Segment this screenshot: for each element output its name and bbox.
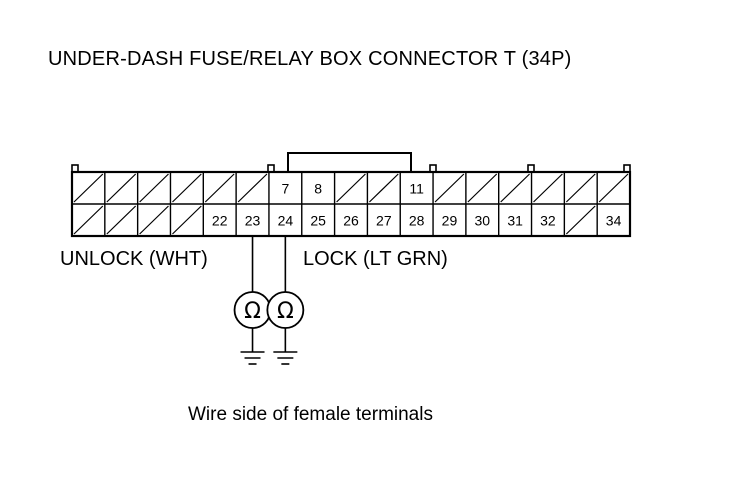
empty-cavity	[104, 172, 137, 204]
terminal-number: 23	[245, 213, 261, 229]
blocked-slash	[204, 173, 235, 203]
diagram-caption: Wire side of female terminals	[188, 404, 433, 425]
connector-latch	[623, 164, 631, 173]
blocked-slash	[73, 173, 104, 203]
connector-latch	[71, 164, 79, 173]
empty-cavity	[202, 172, 235, 204]
terminal-number: 34	[606, 213, 622, 229]
terminal-7: 7	[268, 172, 289, 204]
empty-cavity	[465, 172, 498, 204]
blocked-slash	[467, 173, 498, 203]
blocked-slash	[73, 205, 104, 235]
blocked-slash	[106, 205, 137, 235]
connector-body	[70, 152, 632, 238]
blocked-slash	[500, 173, 530, 203]
terminal-28: 28	[399, 204, 425, 236]
unlock-wire-label: UNLOCK (WHT)	[60, 248, 208, 270]
ohm-symbol: Ω	[277, 299, 294, 324]
lock-wire-label: LOCK (LT GRN)	[303, 248, 448, 270]
empty-cavity	[73, 205, 104, 235]
lock-ohmmeter-circuit: Ω	[266, 236, 305, 365]
blocked-slash	[368, 173, 399, 203]
terminal-number: 29	[442, 213, 458, 229]
terminal-25: 25	[301, 204, 326, 236]
connector-cells: 7 8 11 22 23 24 25 26 27 28 29 30 31 32 34	[73, 172, 629, 236]
terminal-11: 11	[399, 172, 424, 204]
terminal-24: 24	[268, 204, 294, 236]
empty-cavity	[563, 204, 596, 236]
empty-cavity	[235, 172, 268, 204]
blocked-slash	[139, 205, 169, 235]
terminal-number: 26	[343, 213, 359, 229]
diagram-title: UNDER-DASH FUSE/RELAY BOX CONNECTOR T (3…	[48, 48, 572, 70]
empty-cavity	[136, 204, 169, 236]
terminal-8: 8	[301, 172, 322, 204]
terminal-number: 22	[212, 213, 228, 229]
blocked-slash	[172, 205, 202, 235]
empty-cavity	[596, 172, 629, 204]
blocked-slash	[106, 173, 137, 203]
blocked-slash	[139, 173, 169, 203]
blocked-slash	[598, 173, 629, 203]
empty-cavity	[432, 172, 465, 204]
connector-tab	[287, 152, 412, 173]
ohm-symbol: Ω	[244, 299, 261, 324]
terminal-23: 23	[235, 204, 261, 236]
terminal-number: 25	[310, 213, 326, 229]
blocked-slash	[434, 173, 465, 203]
blocked-slash	[565, 205, 596, 235]
blocked-slash	[172, 173, 202, 203]
unlock-ohmmeter-circuit: Ω	[233, 236, 272, 365]
empty-cavity	[136, 172, 169, 204]
blocked-slash	[336, 173, 366, 203]
empty-cavity	[530, 172, 563, 204]
blocked-slash	[533, 173, 563, 203]
terminal-number: 32	[540, 213, 556, 229]
empty-cavity	[169, 204, 202, 236]
terminal-27: 27	[366, 204, 392, 236]
terminal-number: 24	[278, 213, 294, 229]
terminal-22: 22	[202, 204, 228, 236]
empty-cavity	[73, 173, 104, 203]
empty-cavity	[498, 172, 530, 204]
connector-latch	[267, 164, 275, 173]
terminal-31: 31	[498, 204, 523, 236]
terminal-number: 7	[281, 181, 289, 197]
blocked-slash	[237, 173, 268, 203]
empty-cavity	[366, 172, 399, 204]
blocked-slash	[565, 173, 596, 203]
empty-cavity	[169, 172, 202, 204]
terminal-number: 8	[314, 181, 322, 197]
ground-icon	[273, 351, 298, 365]
terminal-26: 26	[333, 204, 359, 236]
terminal-32: 32	[530, 204, 556, 236]
empty-cavity	[104, 204, 137, 236]
terminal-29: 29	[432, 204, 458, 236]
empty-cavity	[563, 172, 596, 204]
terminal-30: 30	[465, 204, 491, 236]
empty-cavity	[333, 172, 366, 204]
ground-icon	[240, 351, 265, 365]
terminal-number: 28	[409, 213, 425, 229]
terminal-number: 27	[376, 213, 392, 229]
terminal-number: 31	[507, 213, 523, 229]
terminal-number: 11	[409, 181, 424, 197]
terminal-34: 34	[596, 204, 622, 236]
terminal-number: 30	[475, 213, 491, 229]
